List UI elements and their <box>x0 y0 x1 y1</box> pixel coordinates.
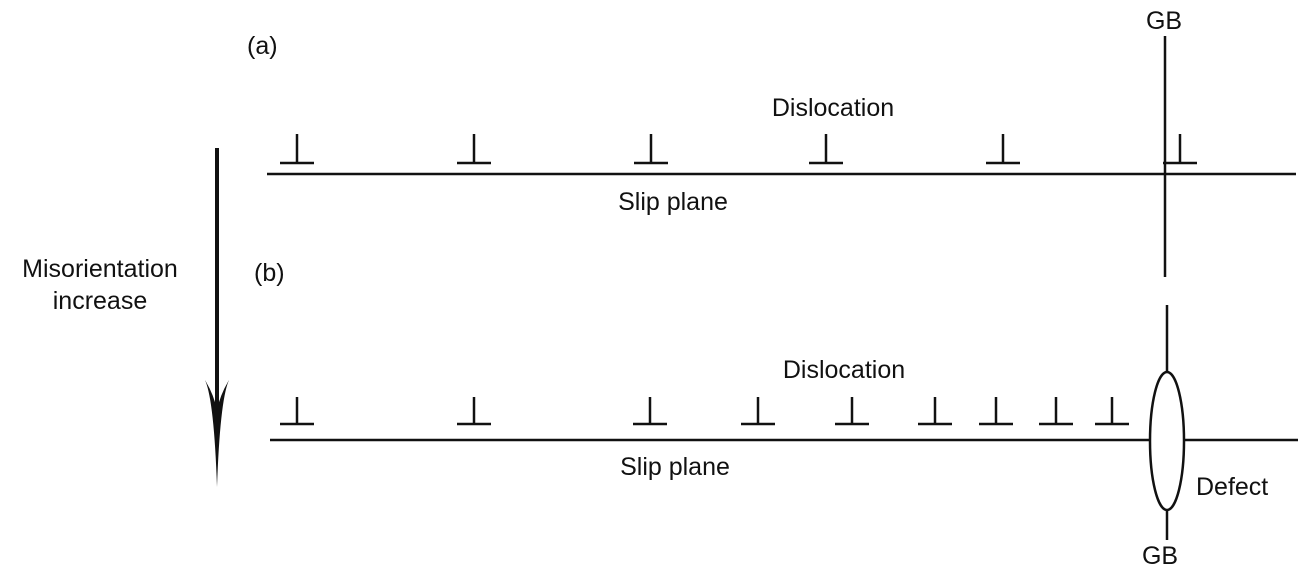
panel-b-slip-plane-label: Slip plane <box>620 453 730 481</box>
dislocation-symbol <box>280 134 314 165</box>
dislocation-symbol <box>835 397 869 426</box>
panel-a-dislocations <box>280 134 1197 165</box>
defect-label: Defect <box>1196 473 1268 501</box>
dislocation-symbol <box>1095 397 1129 426</box>
dislocation-symbol <box>986 134 1020 165</box>
panel-b-dislocation-label: Dislocation <box>783 356 905 384</box>
misorientation-arrow <box>205 148 229 487</box>
misorientation-label-line2: increase <box>53 287 148 315</box>
defect-ellipse <box>1148 370 1186 512</box>
dislocation-symbol <box>741 397 775 426</box>
dislocation-symbol <box>633 397 667 426</box>
dislocation-symbol <box>979 397 1013 426</box>
panel-a-gb-label: GB <box>1146 7 1182 35</box>
panel-b-gb-label: GB <box>1142 542 1178 570</box>
panel-a-slip-plane-label: Slip plane <box>618 188 728 216</box>
dislocation-symbol <box>1163 134 1197 165</box>
panel-b-label: (b) <box>254 259 285 287</box>
misorientation-label-line1: Misorientation <box>22 255 178 283</box>
panel-a-label: (a) <box>247 32 278 60</box>
dislocation-symbol <box>457 397 491 426</box>
dislocation-symbol <box>809 134 843 165</box>
dislocation-symbol <box>1039 397 1073 426</box>
panel-a-dislocation-label: Dislocation <box>772 94 894 122</box>
dislocation-symbol <box>634 134 668 165</box>
dislocation-symbol <box>457 134 491 165</box>
panel-b-dislocations <box>280 397 1129 426</box>
dislocation-symbol <box>918 397 952 426</box>
dislocation-symbol <box>280 397 314 426</box>
